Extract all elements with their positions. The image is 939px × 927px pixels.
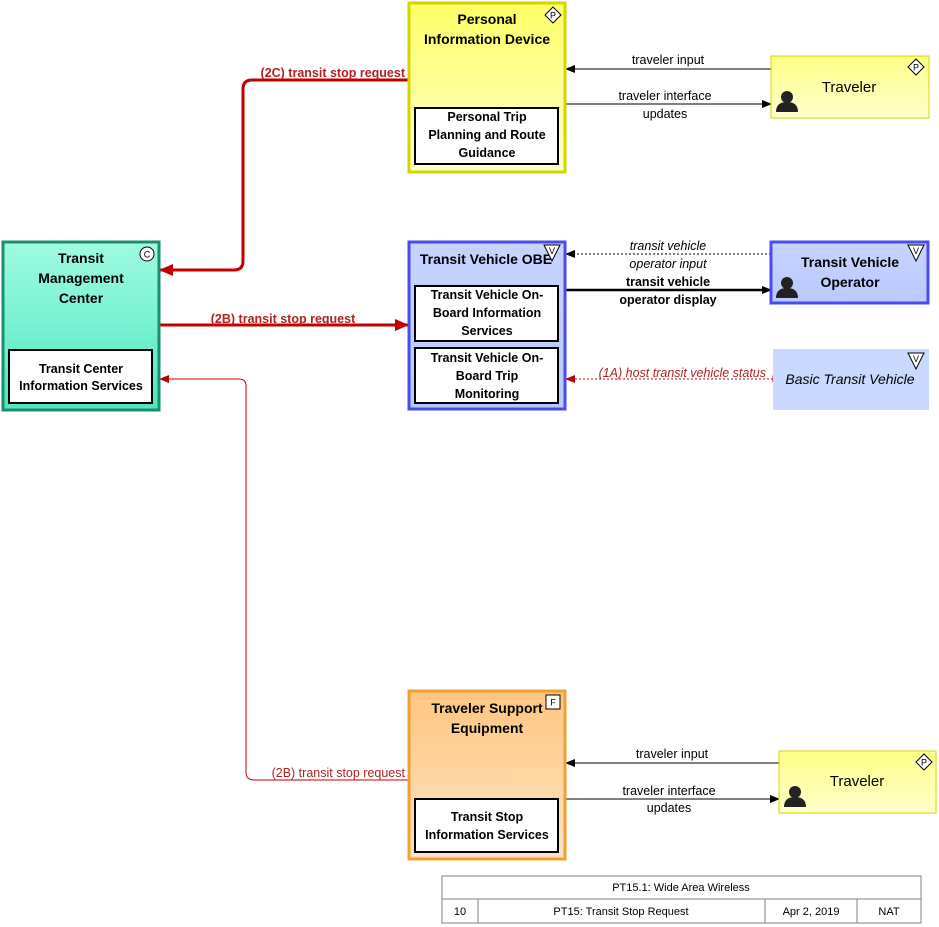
flow-tiu-top-label-line1: traveler interface <box>618 89 711 103</box>
transit-vehicle-operator[interactable]: Transit Vehicle Operator V <box>769 240 930 305</box>
personal-information-device[interactable]: Personal Information Device P Personal T… <box>407 1 567 174</box>
field-badge-icon: F <box>545 694 561 710</box>
pid-sub-line3: Guidance <box>459 146 516 160</box>
obe-sub2-line3: Monitoring <box>455 387 520 401</box>
operator-label-line1: Transit Vehicle <box>801 254 899 270</box>
obe-sub2-line1: Transit Vehicle On- <box>431 351 544 365</box>
footer-title: PT15.1: Wide Area Wireless <box>612 882 750 894</box>
flow-tiu-top-label-line2: updates <box>643 107 687 121</box>
flow-operator-input-label-line1: transit vehicle <box>630 239 706 253</box>
flow-2b-tse-label: (2B) transit stop request <box>272 766 406 780</box>
footer-table: PT15.1: Wide Area Wireless 10 PT15: Tran… <box>441 875 922 924</box>
obe-title: Transit Vehicle OBE <box>420 251 552 267</box>
tse-title-line1: Traveler Support <box>431 700 543 716</box>
transit-management-center[interactable]: Transit Management Center C Transit Cent… <box>1 240 161 412</box>
pid-title-line1: Personal <box>457 11 516 27</box>
pid-title-line2: Information Device <box>424 31 550 47</box>
obe-sub1-line3: Services <box>461 324 512 338</box>
center-badge-icon: C <box>139 246 155 262</box>
footer-number: 10 <box>454 906 466 918</box>
traveler-bottom-label: Traveler <box>830 773 884 790</box>
svg-text:V: V <box>549 246 555 256</box>
tmc-title-line2: Management <box>38 270 124 286</box>
vehicle-badge-icon: V <box>543 244 561 263</box>
flow-operator-display-label-line1: transit vehicle <box>626 275 710 289</box>
traveler-top-label: Traveler <box>822 79 876 96</box>
vehicle-badge-icon: V <box>907 244 925 263</box>
operator-label-line2: Operator <box>820 274 880 290</box>
flow-tiu-bottom-label-line2: updates <box>647 801 691 815</box>
personal-badge-icon: P <box>907 58 925 76</box>
tmc-subsystem-box[interactable] <box>8 349 153 404</box>
personal-badge-icon: P <box>915 753 933 771</box>
tse-sub-line2: Information Services <box>425 828 549 842</box>
pid-subsystem-box[interactable] <box>414 107 559 165</box>
flow-2b-obe-label: (2B) transit stop request <box>211 312 356 326</box>
traveler-bottom[interactable]: Traveler P <box>778 750 937 814</box>
obe-subsystem-trip-box[interactable] <box>414 347 559 404</box>
footer-service: PT15: Transit Stop Request <box>553 906 688 918</box>
basic-vehicle-label: Basic Transit Vehicle <box>785 371 914 387</box>
svg-text:C: C <box>144 250 151 260</box>
obe-sub1-line2: Board Information <box>433 306 541 320</box>
obe-subsystem-info-box[interactable] <box>414 285 559 342</box>
traveler-top[interactable]: Traveler P <box>770 55 930 119</box>
svg-text:P: P <box>913 63 919 73</box>
pid-sub-line2: Planning and Route <box>428 128 545 142</box>
flow-tiu-bottom-label-line1: traveler interface <box>622 784 715 798</box>
tmc-sub-line2: Information Services <box>19 379 143 393</box>
svg-text:P: P <box>550 11 556 21</box>
flow-operator-display-label-line2: operator display <box>619 293 716 307</box>
svg-text:F: F <box>550 698 556 708</box>
tse-sub-line1: Transit Stop <box>451 810 524 824</box>
obe-sub1-line1: Transit Vehicle On- <box>431 288 544 302</box>
flow-2b-tse-line <box>159 375 412 781</box>
vehicle-badge-icon: V <box>907 352 925 371</box>
flow-1a-label: (1A) host transit vehicle status <box>599 366 766 380</box>
flow-traveler-input-top-label: traveler input <box>632 53 705 67</box>
transit-vehicle-obe[interactable]: Transit Vehicle OBE V Transit Vehicle On… <box>407 240 567 411</box>
obe-sub2-line2: Board Trip <box>456 369 519 383</box>
traveler-support-equipment[interactable]: Traveler Support Equipment F Transit Sto… <box>407 689 567 861</box>
personal-device-badge-icon: P <box>544 6 562 24</box>
tse-subsystem-box[interactable] <box>414 798 559 853</box>
tmc-title-line1: Transit <box>58 250 104 266</box>
footer-date: Apr 2, 2019 <box>783 906 840 918</box>
svg-text:P: P <box>921 758 927 768</box>
flow-operator-input-label-line2: operator input <box>629 257 707 271</box>
footer-region: NAT <box>878 906 899 918</box>
svg-text:V: V <box>913 246 919 256</box>
tse-title-line2: Equipment <box>451 720 524 736</box>
tmc-title-line3: Center <box>59 290 104 306</box>
flow-2c-line <box>159 78 412 276</box>
flow-traveler-input-bottom-label: traveler input <box>636 747 709 761</box>
svg-text:V: V <box>913 354 919 364</box>
flow-2c-label: (2C) transit stop request <box>261 66 406 80</box>
tmc-sub-line1: Transit Center <box>39 362 123 376</box>
basic-transit-vehicle[interactable]: Basic Transit Vehicle V <box>773 349 929 410</box>
pid-sub-line1: Personal Trip <box>447 110 527 124</box>
